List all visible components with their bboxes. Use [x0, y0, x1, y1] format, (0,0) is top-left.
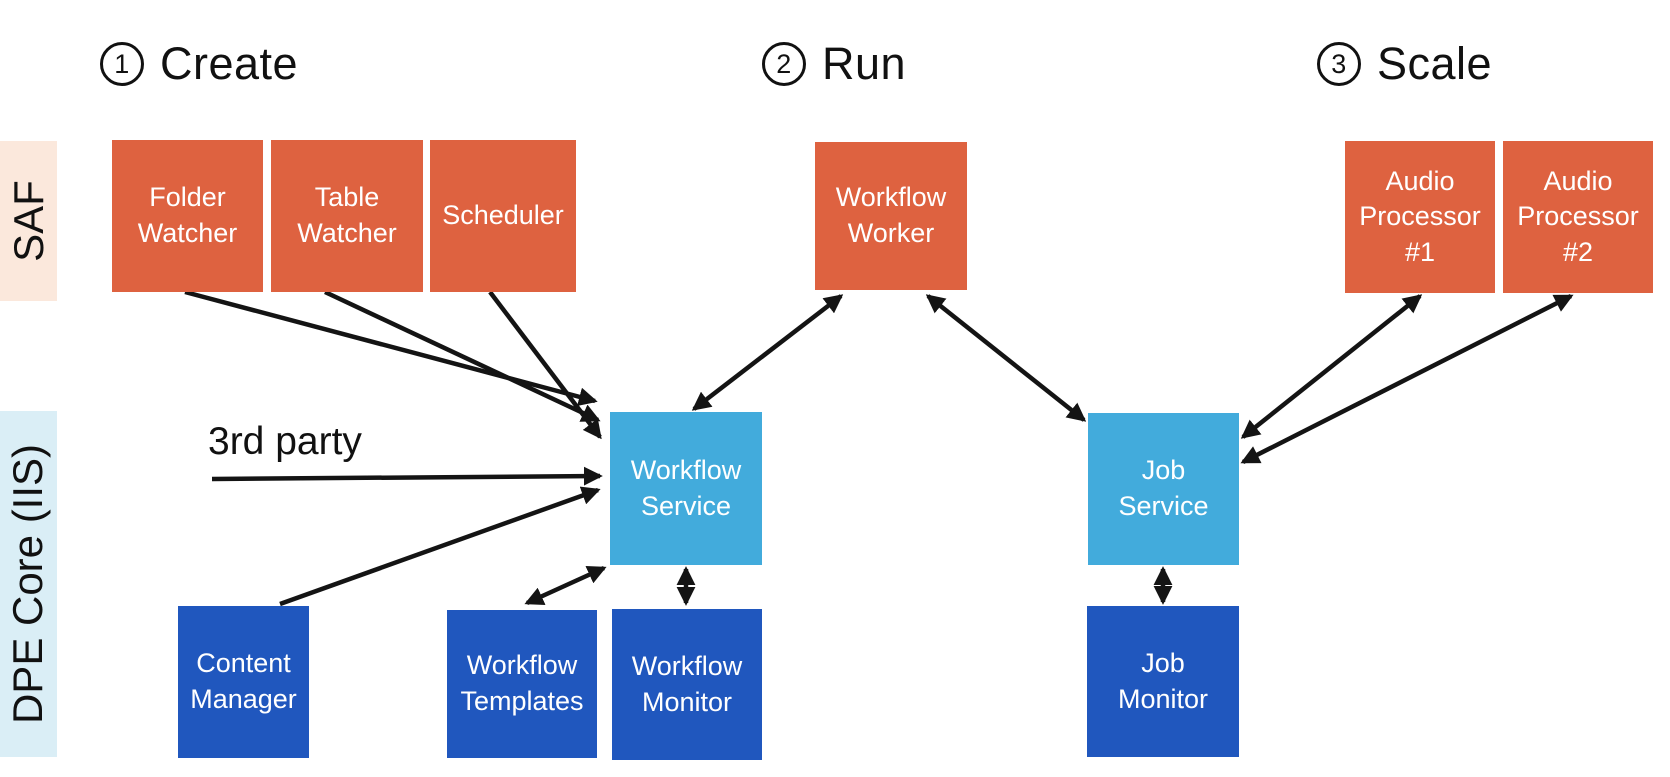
node-workflow-monitor: Workflow Monitor [612, 609, 762, 760]
third-party-label: 3rd party [208, 420, 362, 463]
node-table-watcher: Table Watcher [271, 140, 423, 292]
node-workflow-service: Workflow Service [610, 412, 762, 565]
edge-folder-watcher-to-workflow-service [184, 289, 598, 407]
node-workflow-templates-label: Workflow Templates [460, 650, 584, 716]
section-heading-scale: 3 Scale [1317, 38, 1492, 90]
edge-workflow-service-workflow-worker [691, 294, 844, 411]
lane-dpe-core-iis: DPE Core (IIS) [0, 411, 57, 757]
node-workflow-worker: Workflow Worker [815, 142, 967, 290]
node-table-watcher-label: Table Watcher [297, 182, 397, 248]
lane-saf-label: SAF [4, 180, 52, 262]
node-workflow-worker-label: Workflow Worker [835, 182, 947, 248]
node-job-service-label: Job Service [1118, 455, 1209, 521]
node-folder-watcher: Folder Watcher [112, 140, 263, 292]
node-content-manager-label: Content Manager [190, 648, 297, 714]
node-audio-processor-2-label: Audio Processor #2 [1517, 165, 1639, 267]
node-workflow-service-label: Workflow Service [630, 454, 742, 521]
node-folder-watcher-label: Folder Watcher [137, 182, 238, 248]
section-heading-create: 1 Create [100, 38, 298, 90]
lane-dpe-core-iis-label: DPE Core (IIS) [4, 443, 52, 725]
node-audio-processor-2: Audio Processor #2 [1503, 141, 1653, 293]
node-audio-processor-1: Audio Processor #1 [1345, 141, 1495, 293]
section-label-scale: Scale [1377, 38, 1493, 89]
section-heading-run: 2 Run [762, 38, 906, 90]
node-scheduler-label: Scheduler [442, 200, 564, 231]
circled-number-3-icon: 3 [1317, 42, 1361, 86]
section-label-create: Create [160, 38, 299, 89]
edge-scheduler-to-workflow-service [488, 290, 602, 440]
edge-table-watcher-to-workflow-service [324, 289, 601, 423]
node-job-monitor-label: Job Monitor [1117, 647, 1209, 714]
circled-number-2-icon: 2 [762, 42, 806, 86]
node-workflow-templates: Workflow Templates [447, 610, 597, 758]
node-content-manager: Content Manager [178, 606, 309, 758]
node-audio-processor-1-label: Audio Processor #1 [1359, 165, 1481, 267]
edge-workflow-worker-job-service [925, 294, 1087, 422]
node-job-service: Job Service [1088, 413, 1239, 565]
lane-saf: SAF [0, 141, 57, 301]
edge-third-party-to-workflow-service [211, 466, 603, 486]
edge-workflow-templates-workflow-service [524, 565, 607, 606]
node-scheduler: Scheduler [430, 140, 576, 292]
circled-number-1-icon: 1 [100, 42, 144, 86]
edge-content-manager-to-workflow-service [279, 486, 601, 607]
node-workflow-monitor-label: Workflow Monitor [631, 650, 743, 717]
edge-job-service-audio-processor-2 [1240, 293, 1574, 465]
section-label-run: Run [822, 38, 907, 89]
node-job-monitor: Job Monitor [1087, 606, 1239, 757]
